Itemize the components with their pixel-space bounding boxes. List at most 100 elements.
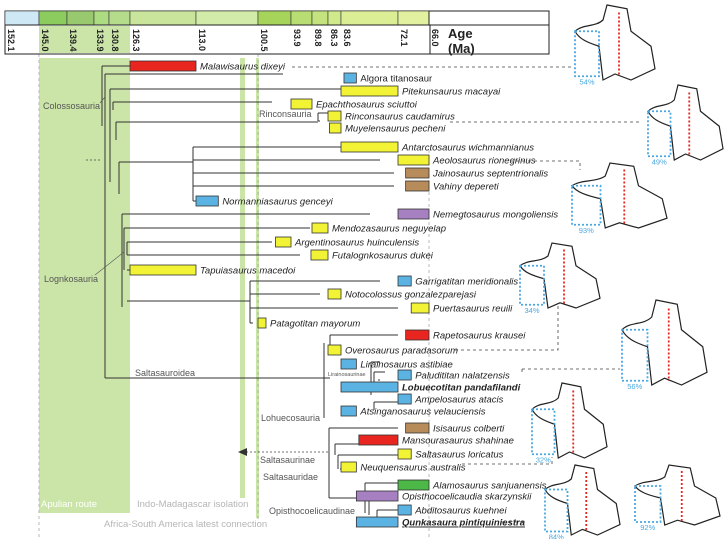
stratigraphic-range-bar xyxy=(290,98,313,110)
taxon-label: Vahiny depereti xyxy=(433,182,500,193)
taxon-label: Nemegtosaurus mongoliensis xyxy=(433,210,558,221)
taxon-row: Qunkasaura pintiquiniestra xyxy=(355,516,525,529)
age-tick-label: 89.8 xyxy=(313,29,323,47)
taxon-label: Normanniasaurus genceyi xyxy=(222,197,333,208)
stratigraphic-range-bar xyxy=(397,369,412,381)
taxon-row: Neuquensaurus australis xyxy=(340,461,466,474)
age-tick-label: 100.5 xyxy=(259,29,269,52)
stratigraphic-range-bar xyxy=(340,405,357,417)
stratigraphic-range-bar xyxy=(129,60,197,72)
africa-sa-label: Africa-South America latest connection xyxy=(104,519,267,530)
taxon-row: Vahiny depereti xyxy=(405,180,500,193)
taxon-row: Futalognkosaurus dukei xyxy=(310,249,434,262)
age-tick-label: 133.9 xyxy=(95,29,105,52)
stratigraphic-range-bar xyxy=(311,222,329,234)
taxon-label: Patagotitan mayorum xyxy=(270,319,360,330)
taxon-label: Saltasaurus loricatus xyxy=(415,450,503,461)
stage-cell-maastrichtian-end xyxy=(428,10,550,26)
taxon-row: Patagotitan mayorum xyxy=(257,317,360,330)
clade-rinconsauria: Rinconsauria xyxy=(259,109,312,119)
stratigraphic-range-bar xyxy=(410,302,430,314)
taxon-row: Alamosaurus sanjuanensis xyxy=(397,479,547,492)
taxon-row: Normanniasaurus genceyi xyxy=(195,195,334,208)
vertebra-illustration: 34% xyxy=(519,242,601,315)
stratigraphic-range-bar xyxy=(195,195,219,207)
stratigraphic-range-bar xyxy=(355,516,399,528)
taxon-label: Pitekunsaurus macayai xyxy=(402,87,501,98)
stage-cell xyxy=(311,10,329,26)
clade-colossosauria: Colossosauria xyxy=(43,101,100,111)
taxon-label: Lirainosaurus astibiae xyxy=(360,360,452,371)
apulian-route-label: Apulian route xyxy=(41,499,97,510)
blue-measure-box xyxy=(634,485,662,523)
taxon-label: Notocolossus gonzalezparejasi xyxy=(345,290,477,301)
taxon-row: Malawisaurus dixeyi xyxy=(129,60,286,73)
taxon-label: Muyelensaurus pecheni xyxy=(345,124,446,135)
taxon-label: Alamosaurus sanjuanensis xyxy=(432,481,547,492)
stratigraphic-range-bar xyxy=(310,249,329,261)
taxon-label: Garrigatitan meridionalis xyxy=(415,277,518,288)
vertebra-outline xyxy=(571,162,668,229)
taxon-label: Lobuecotitan pandafilandi xyxy=(402,383,521,394)
age-tick-label: 113.0 xyxy=(197,29,207,51)
apulian-band-header xyxy=(39,26,130,53)
stratigraphic-range-bar xyxy=(397,208,430,220)
tree-branches xyxy=(101,65,398,517)
age-unit-label: (Ma) xyxy=(448,41,475,56)
stratigraphic-range-bar xyxy=(340,141,399,153)
taxon-row: Algora titanosaur xyxy=(343,72,432,85)
taxon-row: Muyelensaurus pecheni xyxy=(329,122,446,135)
taxon-row: Notocolossus gonzalezparejasi xyxy=(327,288,477,301)
vertebra-illustration: 32% xyxy=(531,382,608,464)
taxon-row: Opisthocoelicaudia skarzynskii xyxy=(355,490,532,503)
stratigraphic-range-bar xyxy=(275,236,292,248)
stage-cell xyxy=(327,10,342,26)
vertebra-outline xyxy=(544,464,621,536)
indo-madagascar-band xyxy=(240,58,245,498)
stratigraphic-range-bar xyxy=(340,461,357,473)
stratigraphic-range-bar xyxy=(397,479,430,491)
stratigraphic-range-bar xyxy=(340,358,357,370)
age-tick-label: 130.8 xyxy=(110,29,120,52)
taxon-row: Tapuiasaurus macedoi xyxy=(129,264,296,277)
taxon-label: Futalognkosaurus dukei xyxy=(332,251,434,262)
age-tick-label: 66.0 xyxy=(430,29,440,47)
taxon-row: Rapetosaurus krausei xyxy=(405,329,526,342)
taxon-label: Rapetosaurus krausei xyxy=(433,331,526,342)
taxon-row: Lobuecotitan pandafilandi xyxy=(340,381,521,394)
vertebra-illustration: 54% xyxy=(574,4,656,86)
age-tick-label: 72.1 xyxy=(399,29,409,47)
clade-saltasauroidea: Saltasauroidea xyxy=(135,368,195,378)
taxon-row: Antarctosaurus wichmannianus xyxy=(340,141,534,154)
clade-lognkosauria: Lognkosauria xyxy=(44,274,98,284)
stratigraphic-range-bar xyxy=(355,490,399,502)
taxon-row: Abditosaurus kuehnei xyxy=(397,504,507,517)
taxon-row: Epachthosaurus sciuttoi xyxy=(290,98,418,111)
blue-measure-box xyxy=(531,408,556,456)
stage-cell xyxy=(66,10,95,26)
stratigraphic-range-bar xyxy=(397,154,430,166)
vertebra-illustration: 56% xyxy=(621,299,708,391)
blue-measure-box xyxy=(647,110,672,158)
stage-cell xyxy=(290,10,313,26)
colossosauria-pointer xyxy=(99,96,106,104)
taxon-label: Overosaurus paradasorum xyxy=(345,346,458,357)
stratigraphic-range-bar xyxy=(129,264,197,276)
blue-measure-box xyxy=(571,184,602,226)
vertebra-outline xyxy=(634,464,721,526)
age-tick-label: 145.0 xyxy=(40,29,50,52)
taxon-label: Algora titanosaur xyxy=(360,74,432,85)
taxon-label: Rinconsaurus caudamirus xyxy=(345,112,455,123)
taxon-row: Jainosaurus septentrionalis xyxy=(405,167,548,180)
age-tick-label: 86.3 xyxy=(329,29,339,47)
stratigraphic-range-bar xyxy=(397,504,412,516)
age-tick-label: 139.4 xyxy=(68,29,78,52)
taxon-label: Opisthocoelicaudia skarzynskii xyxy=(402,492,532,503)
vertebra-outline xyxy=(574,4,656,81)
percentage-label: 54% xyxy=(579,77,594,86)
taxon-row: Nemegtosaurus mongoliensis xyxy=(397,208,558,221)
stage-cell xyxy=(93,10,110,26)
